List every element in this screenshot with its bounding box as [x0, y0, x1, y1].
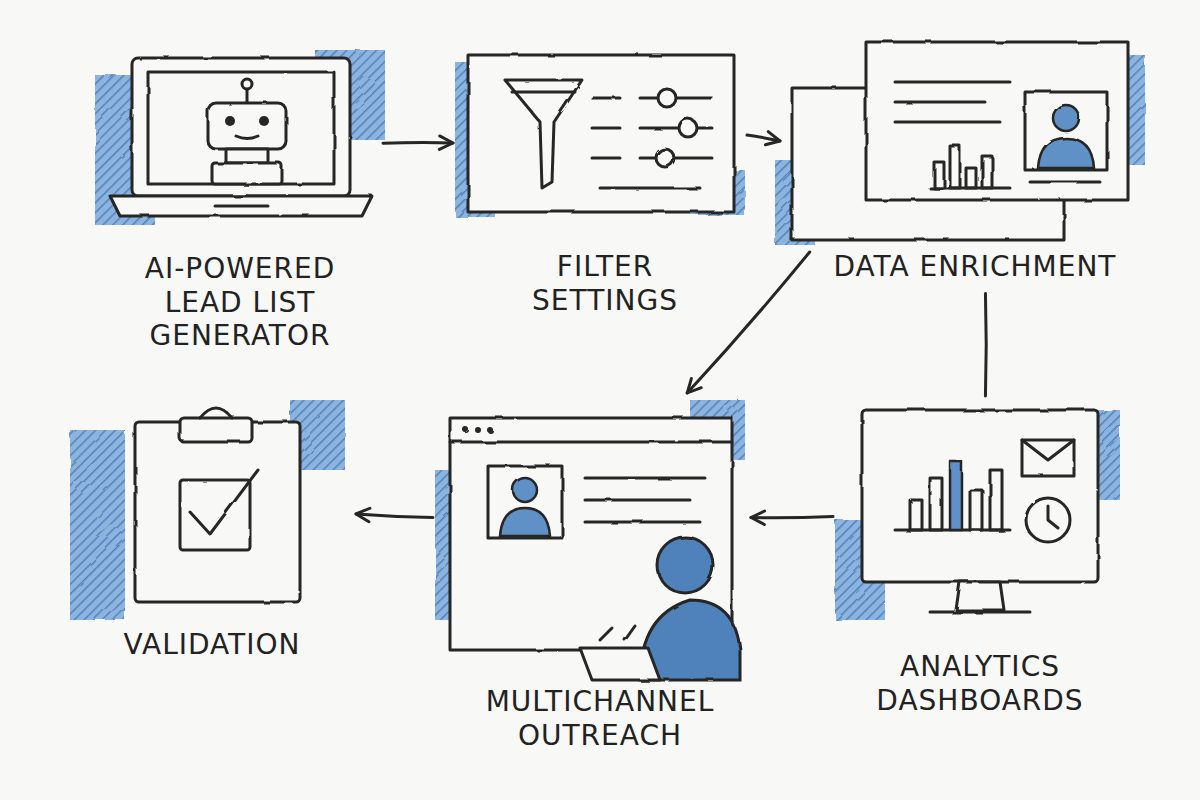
card-area [80, 400, 342, 615]
flow-arrow [984, 294, 988, 396]
flow-arrow [751, 516, 833, 517]
card-area [465, 55, 737, 215]
card-area [105, 52, 373, 218]
analytics-monitor-icon [862, 410, 1098, 612]
step-label: ANALYTICS DASHBOARDS [835, 650, 1125, 717]
laptop-robot-icon [110, 58, 372, 216]
step-label: FILTER SETTINGS [485, 250, 725, 317]
process-card: MULTICHANNEL OUTREACH [445, 405, 737, 655]
flow-arrow [383, 141, 453, 145]
process-card: VALIDATION [80, 400, 342, 615]
step-label: VALIDATION [72, 628, 352, 662]
flow-arrow [356, 514, 433, 518]
filter-settings-icon [468, 55, 734, 212]
card-area [845, 402, 1110, 622]
step-label: DATA ENRICHMENT [830, 250, 1120, 284]
flow-arrow [687, 252, 809, 393]
card-area [790, 40, 1132, 242]
step-label: MULTICHANNEL OUTREACH [435, 685, 765, 752]
process-card: DATA ENRICHMENT [790, 40, 1132, 242]
enrichment-icon [792, 42, 1128, 240]
process-card: ANALYTICS DASHBOARDS [845, 402, 1110, 622]
flow-arrow [747, 135, 780, 141]
outreach-icon [450, 418, 740, 680]
clipboard-icon [135, 408, 300, 602]
process-card: AI-POWERED LEAD LIST GENERATOR [105, 52, 373, 218]
card-area [445, 405, 737, 655]
process-card: FILTER SETTINGS [465, 55, 737, 215]
step-label: AI-POWERED LEAD LIST GENERATOR [110, 252, 370, 353]
